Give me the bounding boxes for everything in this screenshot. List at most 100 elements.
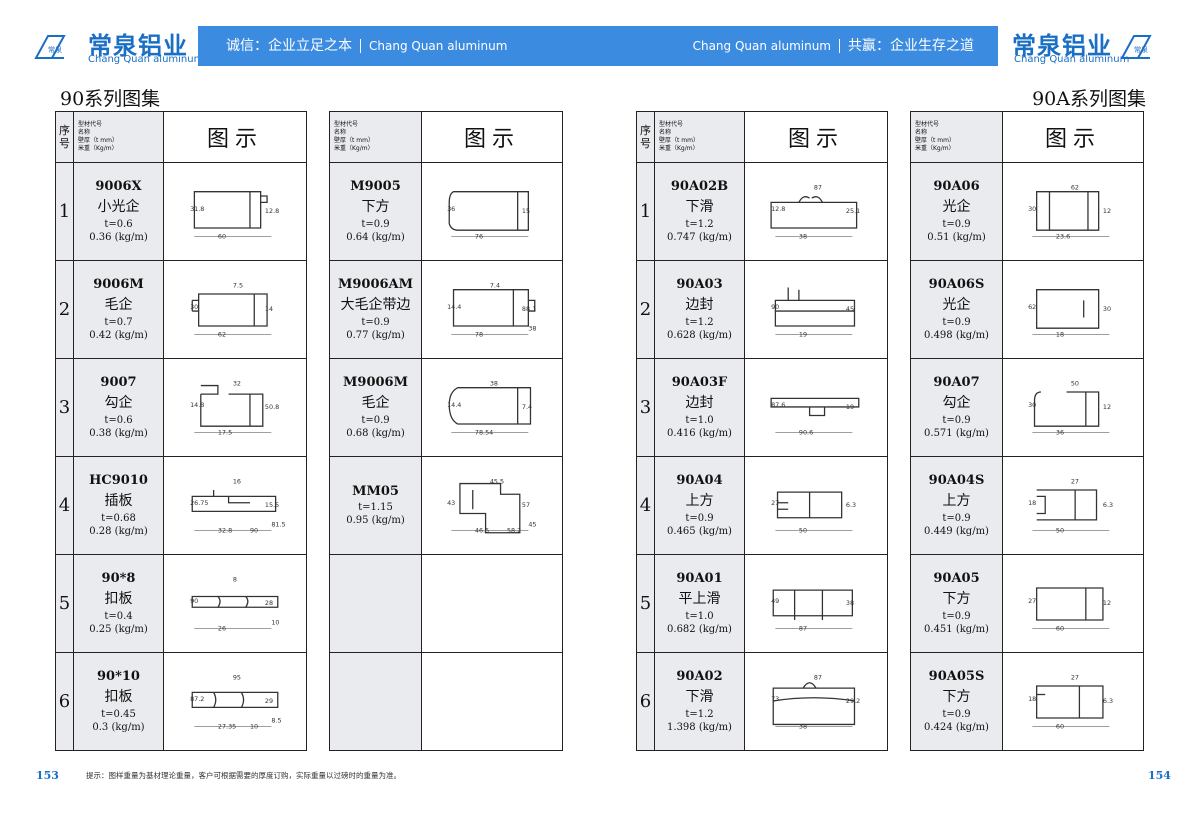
- dimension-label: 60: [218, 232, 226, 240]
- profile-drawing: 506.327: [771, 490, 856, 534]
- dimension-label: 62: [1071, 183, 1079, 191]
- dimension-label: 76: [475, 232, 483, 240]
- brand-mark-text: 常泉: [1134, 45, 1148, 54]
- wall-thickness: t=0.9: [942, 709, 971, 720]
- dimension-label: 10: [271, 618, 279, 626]
- wall-thickness: t=1.2: [685, 709, 714, 720]
- profile-code: 9006M: [93, 277, 144, 292]
- wall-thickness: t=0.7: [104, 317, 133, 328]
- wall-thickness: t=0.4: [104, 611, 133, 622]
- wall-thickness: t=0.9: [361, 317, 390, 328]
- dimension-label: 8: [233, 575, 237, 583]
- profile-code: 90A06: [933, 179, 980, 194]
- dimension-label: 43: [447, 498, 455, 506]
- profile-code: 90A03F: [671, 375, 728, 390]
- profile-name: 下滑: [685, 689, 714, 705]
- row-number: 6: [636, 652, 655, 751]
- wall-thickness: t=0.45: [101, 709, 136, 720]
- dimension-label: 38: [490, 379, 498, 387]
- dimension-label: 32: [233, 379, 241, 387]
- row-number: 4: [55, 456, 74, 555]
- dimension-label: 57: [522, 501, 530, 509]
- profile-info: [329, 554, 422, 653]
- row-number: 1: [636, 162, 655, 261]
- wall-thickness: t=0.9: [361, 219, 390, 230]
- profile-info: 90A06 光企 t=0.9 0.51 (kg/m): [910, 162, 1003, 261]
- wall-thickness: t=0.9: [942, 415, 971, 426]
- dimension-label: 7.5: [233, 281, 243, 289]
- profile-name: 勾企: [104, 395, 133, 411]
- figure-header: 图示: [744, 111, 888, 163]
- dimension-label: 38: [799, 722, 807, 730]
- wall-thickness: t=0.9: [942, 513, 971, 524]
- profile-code: 90A02: [676, 669, 723, 684]
- dimension-label: 49: [771, 596, 779, 604]
- dimension-label: 17.5: [218, 428, 232, 436]
- dimension-label: 30: [190, 302, 198, 310]
- brand-logo-right: 常泉铝业 Chang Quan aluminum 常泉: [1010, 24, 1180, 68]
- wall-thickness: t=0.6: [104, 415, 133, 426]
- profile-info: HC9010 插板 t=0.68 0.28 (kg/m): [73, 456, 164, 555]
- profile-code: 90A02B: [670, 179, 729, 194]
- dimension-label: 31.8: [190, 204, 204, 212]
- dimension-label: 50: [799, 526, 807, 534]
- dimension-label: 90: [250, 526, 258, 534]
- seq-header: 序号: [636, 111, 655, 163]
- dimension-label: 45: [528, 520, 536, 528]
- meter-weight: 0.64 (kg/m): [346, 232, 405, 243]
- profile-name: 上方: [685, 493, 714, 509]
- wall-thickness: t=1.0: [685, 415, 714, 426]
- dimension-label: 60: [1056, 722, 1064, 730]
- profile-name: 下方: [942, 591, 971, 607]
- dimension-label: 46.5: [475, 526, 489, 534]
- dimension-label: 78: [475, 330, 483, 338]
- dimension-label: 29: [265, 697, 273, 705]
- row-number: 2: [636, 260, 655, 359]
- dimension-label: 27: [1028, 596, 1036, 604]
- profile-info: 90A02B 下滑 t=1.2 0.747 (kg/m): [654, 162, 745, 261]
- profile-code: 90A04S: [928, 473, 985, 488]
- table-row: [329, 652, 563, 751]
- wall-thickness: t=0.9: [942, 317, 971, 328]
- figure-header: 图示: [421, 111, 563, 163]
- brand-name-cn: 常泉铝业: [1012, 32, 1112, 60]
- meter-weight: 0.571 (kg/m): [924, 428, 989, 439]
- dimension-label: 90: [190, 596, 198, 604]
- profile-info: M9005 下方 t=0.9 0.64 (kg/m): [329, 162, 422, 261]
- wall-thickness: t=0.9: [361, 415, 390, 426]
- dimension-label: 87: [814, 183, 822, 191]
- right-table-secondary: 型材代号名称壁厚（t mm）米重（Kg/m）图示 90A06 光企 t=0.9 …: [910, 111, 1144, 751]
- left-table-secondary: 型材代号名称壁厚（t mm）米重（Kg/m）图示 M9005 下方 t=0.9 …: [329, 111, 563, 751]
- figure-header: 图示: [163, 111, 307, 163]
- dimension-label: 45.5: [490, 477, 504, 485]
- brand-mark-text: 常泉: [48, 45, 62, 54]
- profile-info: 90*10 扣板 t=0.45 0.3 (kg/m): [73, 652, 164, 751]
- dimension-label: 15.5: [265, 501, 279, 509]
- dimension-label: 87: [814, 673, 822, 681]
- profile-name: 上方: [942, 493, 971, 509]
- profile-figure: [421, 554, 563, 653]
